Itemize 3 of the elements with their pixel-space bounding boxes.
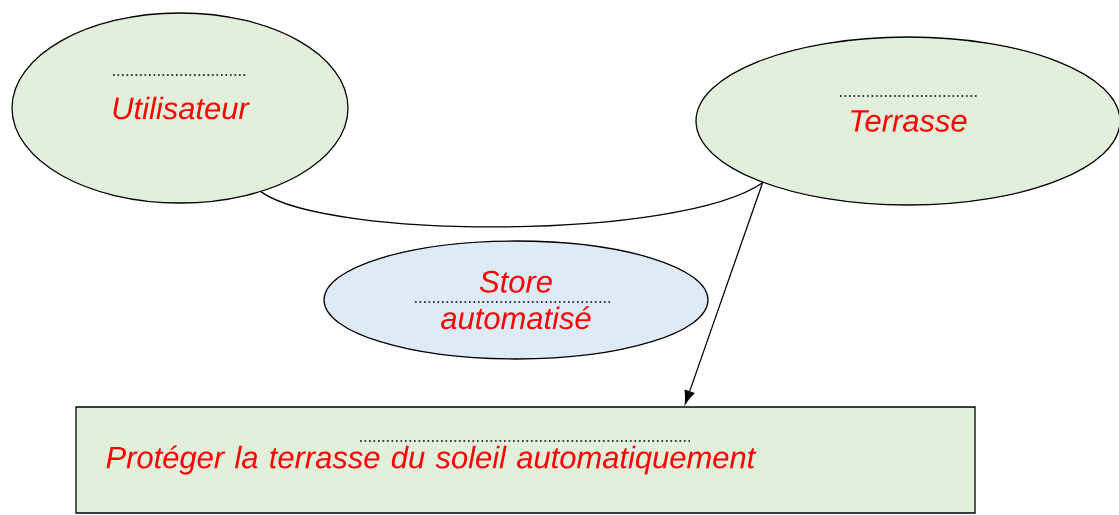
function-box: Protéger la terrasse du soleil automatiquement <box>75 406 976 514</box>
arrow <box>684 182 764 405</box>
connecting-arc <box>260 182 764 228</box>
